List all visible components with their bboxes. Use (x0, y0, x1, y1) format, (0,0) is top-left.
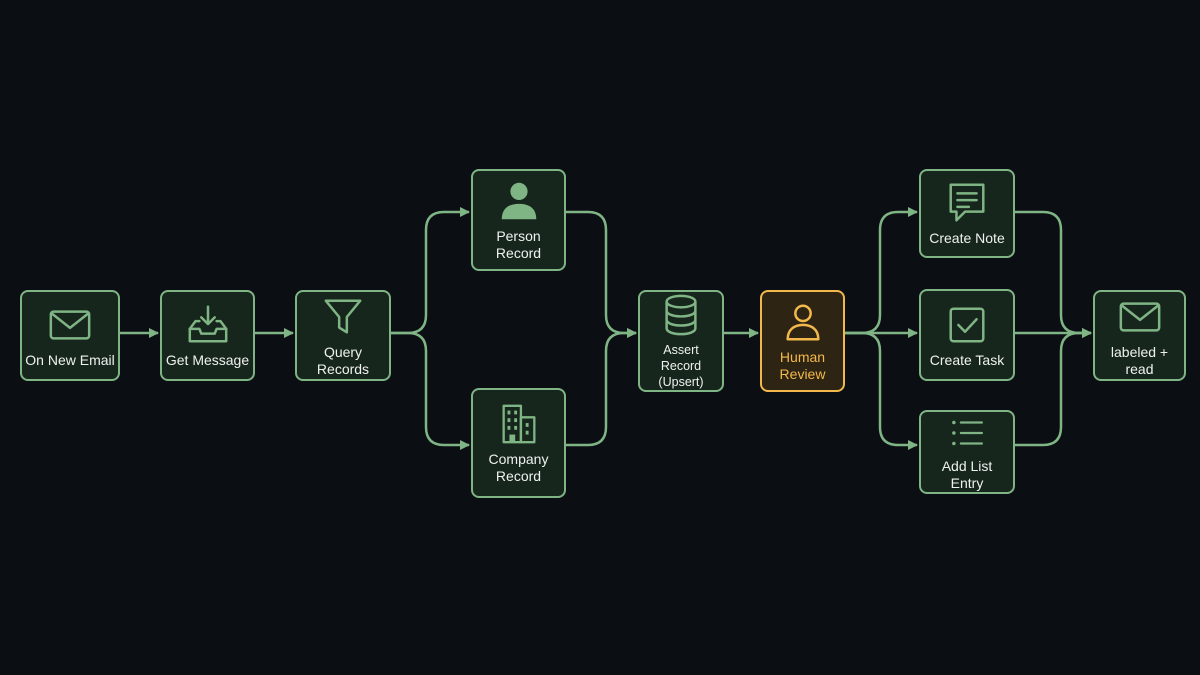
node-label: labeled + read (1110, 343, 1169, 377)
node-label: Company Record (488, 451, 549, 484)
edge-person-record-to-assert-record (566, 210, 637, 338)
node-on-new-email[interactable]: On New Email (20, 290, 120, 381)
node-label: Add List Entry (941, 458, 993, 491)
node-label: Create Task (929, 351, 1005, 368)
mail-icon (1119, 301, 1160, 332)
node-label: On New Email (25, 352, 115, 368)
edge-human-review-to-add-list-entry (845, 331, 918, 450)
node-create-note[interactable]: Create Note (919, 169, 1015, 258)
node-create-task[interactable]: Create Task (919, 289, 1015, 381)
checkbox-icon (949, 306, 985, 343)
node-label: Create Note (929, 230, 1005, 246)
edge-company-record-to-assert-record (566, 328, 637, 447)
node-label: Get Message (165, 352, 250, 368)
node-add-list-entry[interactable]: Add List Entry (919, 410, 1015, 494)
node-label: Assert Record (Upsert) (658, 343, 704, 389)
node-human-review[interactable]: Human Review (760, 290, 845, 392)
edge-add-list-entry-to-labeled-read (1015, 328, 1092, 447)
edge-query-records-to-company-record (391, 331, 470, 450)
database-icon (665, 294, 697, 336)
building-icon (502, 404, 535, 444)
node-assert-record[interactable]: Assert Record (Upsert) (638, 290, 724, 392)
node-label: Human Review (779, 349, 826, 382)
node-person-record[interactable]: Person Record (471, 169, 566, 271)
node-company-record[interactable]: Company Record (471, 388, 566, 498)
node-labeled-read[interactable]: labeled + read (1093, 290, 1186, 381)
edge-human-review-to-create-note (845, 207, 918, 335)
node-get-message[interactable]: Get Message (160, 290, 255, 381)
edge-create-note-to-labeled-read (1015, 210, 1092, 338)
mail-icon (49, 310, 91, 340)
list-icon (952, 420, 984, 446)
inbox-download-icon (188, 305, 227, 343)
edge-query-records-to-person-record (391, 207, 470, 335)
node-query-records[interactable]: Query Records (295, 290, 391, 381)
note-icon (949, 183, 985, 222)
user-icon (785, 304, 820, 341)
filter-icon (324, 298, 362, 334)
node-label: Query Records (316, 343, 370, 377)
person-icon (501, 182, 536, 220)
node-label: Person Record (495, 228, 542, 261)
